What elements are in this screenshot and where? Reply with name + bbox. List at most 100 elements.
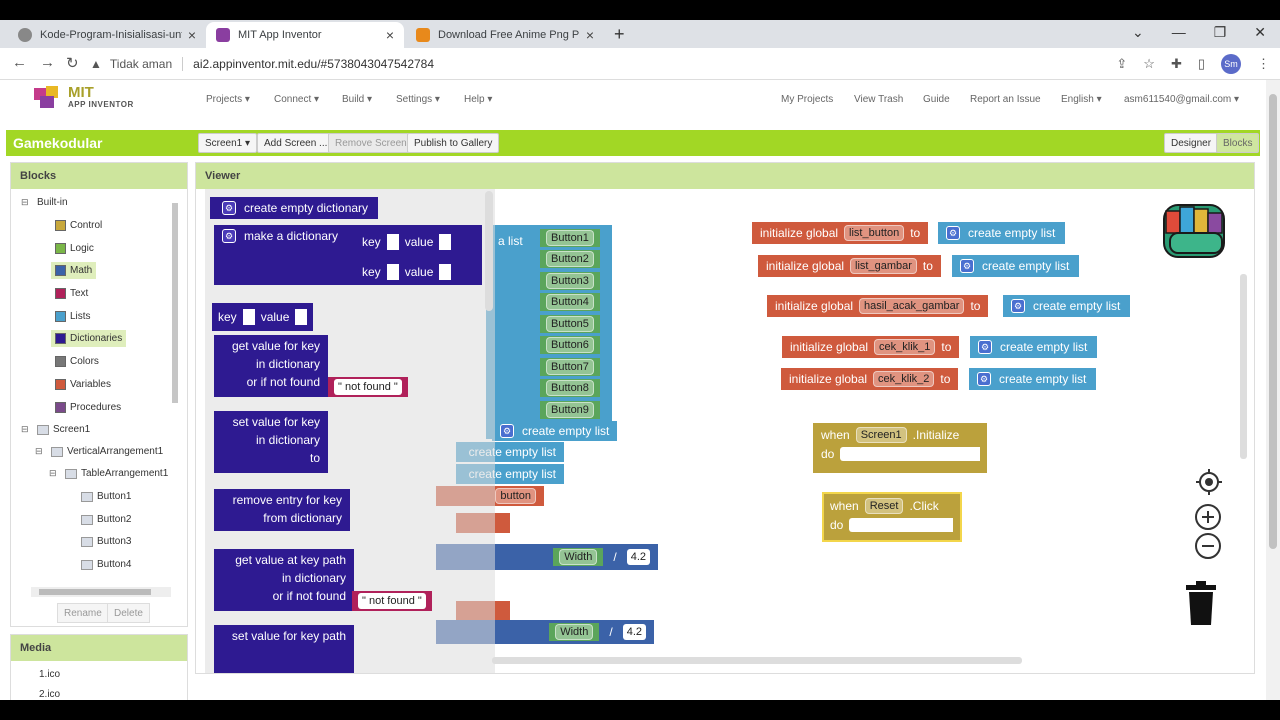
menu-help[interactable]: Help ▾	[464, 94, 493, 105]
collapse-icon[interactable]: ⊟	[21, 197, 29, 207]
browser-tab[interactable]: Kode-Program-Inisialisasi-untuk ×	[8, 22, 206, 48]
initialize-global-cek-klik-1[interactable]: initialize global cek_klik_1 to	[782, 336, 960, 358]
tree-builtin[interactable]: ⊟ Built-in	[21, 197, 68, 208]
reload-icon[interactable]: ↻	[66, 55, 79, 72]
menu-connect[interactable]: Connect ▾	[274, 94, 320, 105]
tree-button[interactable]: Button4	[81, 559, 131, 570]
browser-tab-active[interactable]: MIT App Inventor ×	[206, 22, 404, 48]
media-item[interactable]: 2.ico	[39, 689, 61, 700]
tree-button[interactable]: Button1	[81, 491, 131, 502]
new-tab-icon[interactable]: +	[614, 24, 625, 44]
get-value-for-key-block[interactable]: get value for key in dictionary or if no…	[214, 335, 328, 397]
create-empty-list-block[interactable]: ⚙create empty list	[969, 368, 1097, 390]
flyout-scrollbar[interactable]	[485, 191, 493, 311]
variable-name[interactable]: list_button	[844, 225, 905, 241]
collapse-icon[interactable]: ⊟	[21, 424, 29, 434]
button-getter-block[interactable]: Button2	[540, 250, 600, 268]
pair-block[interactable]: key value	[212, 303, 314, 331]
close-window-icon[interactable]: ✕	[1254, 24, 1266, 40]
tree-scrollbar[interactable]	[171, 193, 179, 573]
extensions-icon[interactable]: ✚	[1170, 56, 1182, 71]
publish-gallery-button[interactable]: Publish to Gallery	[407, 133, 500, 153]
tree-button[interactable]: Button2	[81, 514, 131, 525]
gear-icon[interactable]: ⚙	[946, 226, 960, 240]
variable-name[interactable]: cek_klik_1	[874, 339, 936, 355]
scroll-thumb[interactable]	[39, 589, 151, 595]
component-dropdown[interactable]: Screen1	[855, 427, 907, 443]
create-empty-list-block[interactable]: ⚙create empty list	[952, 255, 1080, 277]
component-dropdown[interactable]: Reset	[864, 498, 904, 514]
drawer-variables[interactable]: Variables	[55, 379, 111, 390]
set-value-for-key-path-block[interactable]: set value for key path	[214, 625, 354, 673]
drawer-text[interactable]: Text	[55, 288, 88, 299]
collapse-icon[interactable]: ⊟	[49, 468, 57, 478]
when-reset-click-block[interactable]: when Reset .Click do	[822, 492, 962, 542]
set-value-for-key-block[interactable]: set value for key in dictionary to	[214, 411, 328, 473]
delete-button[interactable]: Delete	[107, 603, 150, 623]
center-workspace-icon[interactable]	[1196, 469, 1222, 495]
gear-icon[interactable]: ⚙	[222, 229, 236, 243]
gear-icon[interactable]: ⚙	[1011, 299, 1025, 313]
gear-icon[interactable]: ⚙	[978, 340, 992, 354]
button-getter-block[interactable]: Button3	[540, 272, 600, 290]
button-getter-block[interactable]: Button8	[540, 379, 600, 397]
blocks-button[interactable]: Blocks	[1216, 133, 1260, 153]
button-getter-block[interactable]: Button4	[540, 293, 600, 311]
initialize-global-hasil-acak-gambar[interactable]: initialize global hasil_acak_gambar to	[767, 295, 989, 317]
browser-menu-icon[interactable]: ⋮	[1257, 56, 1270, 71]
drawer-colors[interactable]: Colors	[55, 356, 99, 367]
back-icon[interactable]: ←	[12, 54, 27, 71]
close-tab-icon[interactable]: ×	[385, 27, 394, 43]
button-getter-block[interactable]: Button6	[540, 336, 600, 354]
text-block[interactable]: " not found "	[352, 591, 432, 611]
workspace-vertical-scrollbar[interactable]	[1240, 274, 1247, 459]
text-block[interactable]: " not found "	[328, 377, 408, 397]
language-select[interactable]: English ▾	[1061, 94, 1102, 105]
scroll-thumb[interactable]	[1269, 94, 1277, 549]
mit-app-inventor-logo[interactable]: MIT APP INVENTOR	[32, 84, 134, 110]
sidepanel-icon[interactable]: ▯	[1197, 56, 1205, 71]
when-screen1-initialize-block[interactable]: when Screen1 .Initialize do	[813, 423, 987, 473]
account-menu[interactable]: asm611540@gmail.com ▾	[1124, 94, 1240, 105]
text-value[interactable]: " not found "	[334, 379, 402, 395]
zoom-in-icon[interactable]	[1194, 503, 1222, 531]
tree-button[interactable]: Button3	[81, 536, 131, 547]
forward-icon[interactable]: →	[40, 54, 55, 71]
drawer-control[interactable]: Control	[55, 220, 102, 231]
create-empty-list-block[interactable]: ⚙create empty list	[1003, 295, 1131, 317]
tree-horizontal-scrollbar[interactable]	[31, 587, 171, 597]
close-tab-icon[interactable]: ×	[187, 27, 196, 43]
blocks-workspace[interactable]: a list Button1 Button2 Button3 Button4 B…	[196, 189, 1254, 673]
remove-screen-button[interactable]: Remove Screen	[328, 133, 414, 153]
drawer-procedures[interactable]: Procedures	[55, 402, 121, 413]
pair-block[interactable]: key value	[356, 231, 458, 253]
bookmark-star-icon[interactable]: ☆	[1143, 56, 1155, 71]
browser-tab[interactable]: Download Free Anime Png Pictu ×	[406, 22, 604, 48]
initialize-global-cek-klik-2[interactable]: initialize global cek_klik_2 to	[781, 368, 959, 390]
variable-name[interactable]: cek_klik_2	[873, 371, 935, 387]
rename-button[interactable]: Rename	[57, 603, 109, 623]
screen-select[interactable]: Screen1 ▾	[198, 133, 258, 153]
initialize-global-list-button[interactable]: initialize global list_button to	[752, 222, 929, 244]
button-getter-block[interactable]: Button1	[540, 229, 600, 247]
gear-icon[interactable]: ⚙	[977, 372, 991, 386]
create-empty-list-block[interactable]: ⚙create empty list	[938, 222, 1066, 244]
variable-name[interactable]: hasil_acak_gambar	[859, 298, 965, 314]
text-value[interactable]: " not found "	[358, 593, 426, 609]
close-tab-icon[interactable]: ×	[585, 27, 594, 43]
remove-entry-block[interactable]: remove entry for key from dictionary	[214, 489, 350, 531]
link-guide[interactable]: Guide	[923, 94, 950, 105]
maximize-icon[interactable]: ❐	[1213, 24, 1227, 40]
url-field[interactable]: ▲ Tidak aman ai2.appinventor.mit.edu/#57…	[90, 52, 1100, 76]
link-report-issue[interactable]: Report an Issue	[970, 94, 1041, 105]
drawer-math[interactable]: Math	[51, 262, 97, 279]
menu-build[interactable]: Build ▾	[342, 94, 373, 105]
create-empty-dictionary-block[interactable]: ⚙ create empty dictionary	[210, 197, 379, 219]
number-value[interactable]: 4.2	[622, 624, 646, 640]
variable-name[interactable]: list_gambar	[850, 258, 917, 274]
menu-settings[interactable]: Settings ▾	[396, 94, 440, 105]
create-empty-list-block[interactable]: ⚙create empty list	[970, 336, 1098, 358]
number-value[interactable]: 4.2	[626, 549, 650, 565]
initialize-global-list-gambar[interactable]: initialize global list_gambar to	[758, 255, 941, 277]
page-scrollbar[interactable]	[1266, 80, 1280, 700]
